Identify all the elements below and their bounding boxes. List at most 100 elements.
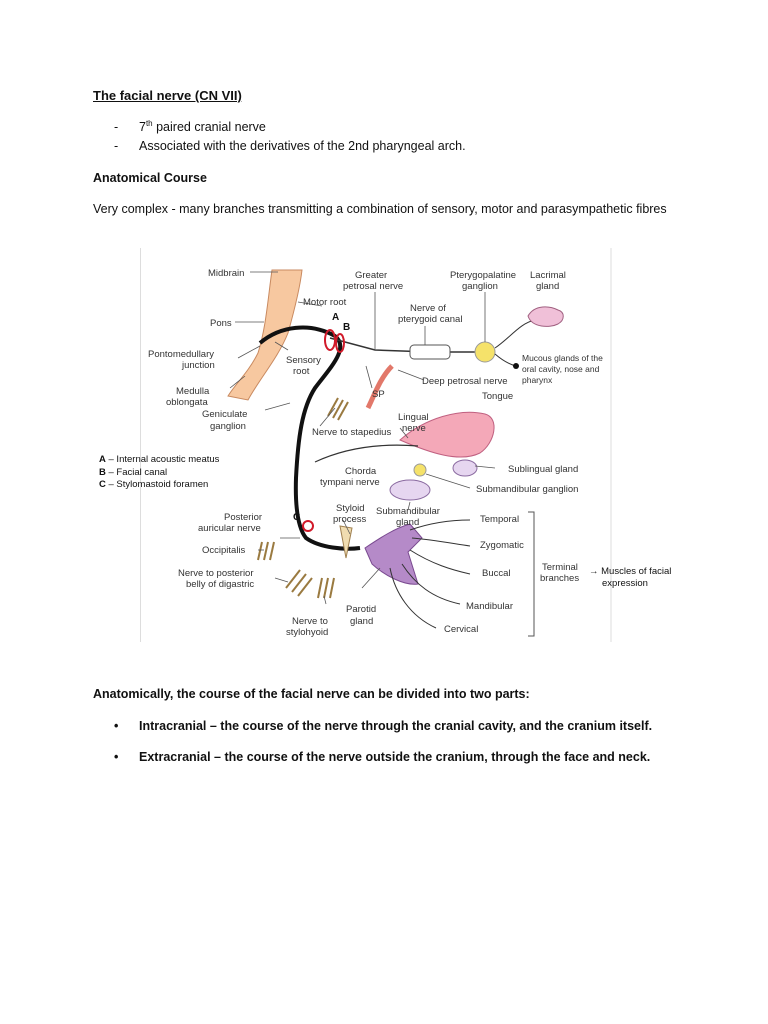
label-submand-ganglion: Submandibular ganglion xyxy=(476,484,578,495)
mucous-branch xyxy=(494,353,517,367)
lacrimal-gland-shape xyxy=(527,306,564,327)
label-mucous: Mucous glands of the xyxy=(522,353,603,363)
marker-b: B xyxy=(343,322,350,333)
bullet-item: -Associated with the derivatives of the … xyxy=(114,139,466,153)
digastric-muscle-shape xyxy=(285,569,313,597)
legend-key: C xyxy=(99,479,106,490)
label-medulla: Medulla xyxy=(176,386,210,397)
muscles-line-2: expression xyxy=(602,578,648,589)
parts-intro-paragraph: Anatomically, the course of the facial n… xyxy=(93,687,530,701)
legend-text: – Facial canal xyxy=(105,466,168,478)
label-stylohyoid: Nerve to xyxy=(292,616,328,627)
label-cervical: Cervical xyxy=(444,624,478,635)
label-pterygopalatine-2: ganglion xyxy=(462,281,498,292)
zygomatic-branch xyxy=(411,537,471,547)
legend-item: C – Stylomastoid foramen xyxy=(99,479,219,492)
section-heading: Anatomical Course xyxy=(93,171,207,185)
legend-text: – Internal acoustic meatus xyxy=(105,454,220,465)
tongue-shape xyxy=(399,411,495,458)
label-submand-gland: Submandibular xyxy=(376,506,440,517)
styloid-process-shape xyxy=(339,525,353,559)
label-lingual: Lingual xyxy=(398,412,429,423)
part-text: – the course of the nerve through the cr… xyxy=(206,719,653,733)
label-sensory-root: Sensory xyxy=(286,355,321,366)
bullet-text: Associated with the derivatives of the 2… xyxy=(139,139,466,153)
pterygopalatine-ganglion-shape xyxy=(474,341,496,363)
label-mandibular: Mandibular xyxy=(466,601,513,612)
bullet-ordinal: 7 xyxy=(139,120,146,135)
label-lacrimal-2: gland xyxy=(536,281,559,292)
lacrimal-branch xyxy=(494,319,536,349)
muscles-line-1: → Muscles of facial xyxy=(589,566,672,577)
label-posterior-auricular-2: auricular nerve xyxy=(198,523,261,534)
figure-legend: A – Internal acoustic meatus B – Facial … xyxy=(99,454,219,492)
label-lingual-2: nerve xyxy=(402,423,426,434)
bullet-item: - 7th paired cranial nerve xyxy=(114,119,266,134)
leader-lines xyxy=(229,271,496,605)
label-mucous-2: oral cavity, nose and xyxy=(522,364,600,374)
marker-c: C xyxy=(293,512,300,523)
label-submand-gland-2: gland xyxy=(396,517,419,528)
facial-nerve-trunk xyxy=(258,325,361,551)
label-stapedius: Nerve to stapedius xyxy=(312,427,391,438)
label-pontomedullary-2: junction xyxy=(181,360,215,371)
bullet-dot: • xyxy=(114,750,119,764)
label-styloid-2: process xyxy=(333,514,367,525)
terminal-bracket xyxy=(528,511,535,637)
label-posterior-auricular: Posterior xyxy=(224,512,262,523)
label-occipitalis: Occipitalis xyxy=(202,545,246,556)
submandibular-gland-shape xyxy=(389,479,431,501)
marker-a: A xyxy=(332,312,339,323)
label-deep-petrosal: Deep petrosal nerve xyxy=(422,376,508,387)
label-buccal: Buccal xyxy=(482,568,511,579)
buccal-branch xyxy=(409,549,471,575)
bullet-text: paired cranial nerve xyxy=(152,120,266,135)
facial-nerve-diagram: A B C xyxy=(139,248,612,642)
label-tongue: Tongue xyxy=(482,391,513,402)
intro-paragraph: Very complex - many branches transmittin… xyxy=(93,202,667,216)
label-lacrimal: Lacrimal xyxy=(530,270,566,281)
label-stylohyoid-2: stylohyoid xyxy=(286,627,328,638)
bullet-dot: • xyxy=(114,719,119,733)
bullet-ordinal-suffix: th xyxy=(145,119,153,128)
muscles-annotation: → Muscles of facial expression xyxy=(589,566,671,590)
sublingual-gland-shape xyxy=(452,459,478,477)
stylohyoid-muscle-shape xyxy=(317,577,335,599)
label-styloid: Styloid xyxy=(336,503,365,514)
marker-c-ring xyxy=(302,520,314,532)
stapedius-muscle-shape xyxy=(327,397,349,421)
bullet-dash: - xyxy=(114,120,119,135)
label-terminal: Terminal xyxy=(542,562,578,573)
label-motor-root: Motor root xyxy=(303,297,347,308)
legend-item: B – Facial canal xyxy=(99,467,219,480)
label-greater-petrosal-2: petrosal nerve xyxy=(343,281,403,292)
artery-shape xyxy=(365,364,394,410)
page-title: The facial nerve (CN VII) xyxy=(93,88,242,103)
label-mucous-3: pharynx xyxy=(522,375,553,385)
pterygoid-canal-shape xyxy=(409,344,451,360)
label-pons: Pons xyxy=(210,318,232,329)
chorda-tympani-line xyxy=(314,444,419,463)
mucous-dot xyxy=(513,363,519,369)
label-medulla-2: oblongata xyxy=(166,397,208,408)
marker-b-ring xyxy=(335,333,345,353)
label-pontomedullary: Pontomedullary xyxy=(148,349,214,360)
label-parotid-2: gland xyxy=(350,616,373,627)
part-item-extracranial: •Extracranial – the course of the nerve … xyxy=(114,750,650,764)
label-sp: SP xyxy=(372,389,385,400)
label-chorda: Chorda xyxy=(345,466,377,477)
label-temporal: Temporal xyxy=(480,514,519,525)
label-pterygoid-canal-2: pterygoid canal xyxy=(398,314,462,325)
label-geniculate-2: ganglion xyxy=(210,421,246,432)
label-parotid: Parotid xyxy=(346,604,376,615)
brainstem-shape xyxy=(227,269,303,401)
mandibular-branch xyxy=(401,563,461,605)
temporal-branch xyxy=(409,519,471,531)
part-item-intracranial: •Intracranial – the course of the nerve … xyxy=(114,719,652,733)
label-sensory-root-2: root xyxy=(293,366,310,377)
label-terminal-2: branches xyxy=(540,573,579,584)
occipitalis-muscle-shape xyxy=(257,541,275,561)
label-pterygopalatine: Pterygopalatine xyxy=(450,270,516,281)
legend-key: A xyxy=(99,454,106,465)
cervical-branch xyxy=(389,567,437,629)
